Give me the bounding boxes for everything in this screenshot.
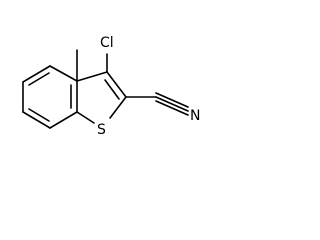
bond-c4-c5 bbox=[49, 65, 78, 82]
chlorine-label: Cl bbox=[100, 35, 114, 51]
bond-c3-c2 bbox=[106, 71, 127, 98]
nitrogen-label: N bbox=[190, 108, 200, 124]
bond-c3-c2-inner bbox=[104, 79, 120, 100]
bond-c7-c8-inner bbox=[28, 108, 50, 122]
bond-c8-c9 bbox=[49, 111, 78, 129]
thiophene-ring bbox=[76, 71, 127, 124]
bond-c7-c8 bbox=[22, 111, 51, 129]
sulfur-label: S bbox=[97, 122, 106, 138]
nitrile-triple-bond-2 bbox=[155, 96, 189, 112]
nitrile-triple-bond-1 bbox=[155, 92, 189, 108]
bond-s-c9 bbox=[76, 111, 95, 124]
bond-c4-c3 bbox=[76, 71, 108, 82]
nitrile-triple-bond-3 bbox=[155, 100, 189, 116]
bond-c5-c6-inner bbox=[28, 72, 50, 86]
bond-c5-c6 bbox=[22, 65, 51, 83]
structure-diagram: Cl S N bbox=[22, 35, 200, 138]
benzene-ring bbox=[22, 65, 78, 129]
bond-c2-s bbox=[109, 96, 127, 119]
